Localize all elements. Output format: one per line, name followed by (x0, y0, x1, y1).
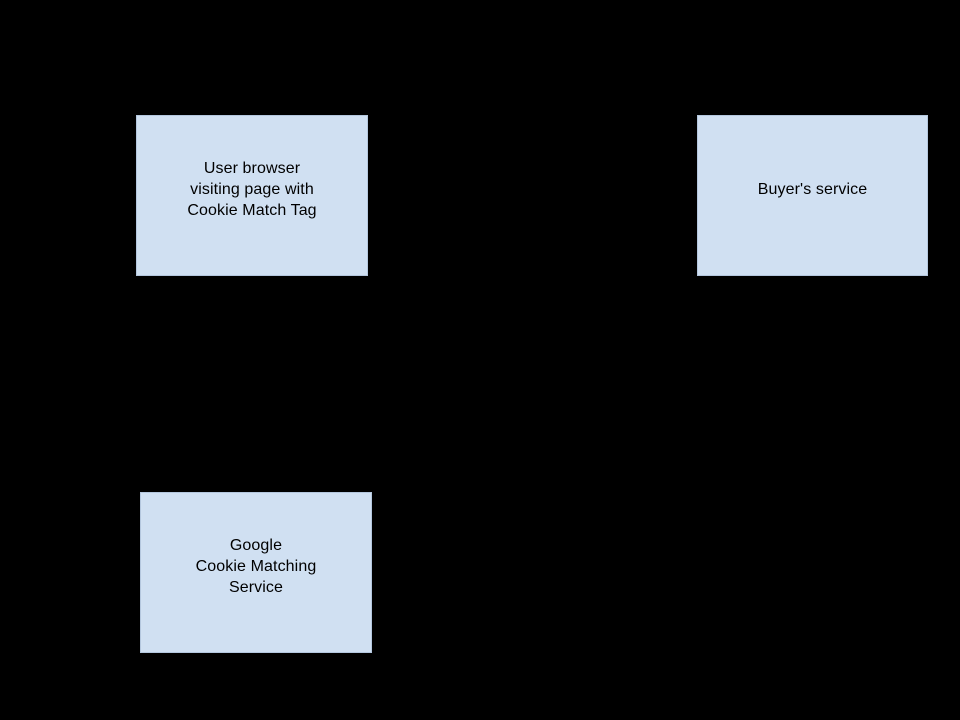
diagram-node-user-browser[interactable]: User browser visiting page with Cookie M… (136, 115, 368, 276)
diagram-node-google-cookie-matching-service-label: Google Cookie Matching Service (195, 537, 317, 596)
diagram-node-buyers-service-label: Buyer's service (757, 181, 868, 198)
diagram-node-google-cookie-matching-service[interactable]: Google Cookie Matching Service (140, 492, 372, 653)
diagram-node-buyers-service[interactable]: Buyer's service (697, 115, 928, 276)
diagram-node-user-browser-label: User browser visiting page with Cookie M… (187, 160, 317, 219)
